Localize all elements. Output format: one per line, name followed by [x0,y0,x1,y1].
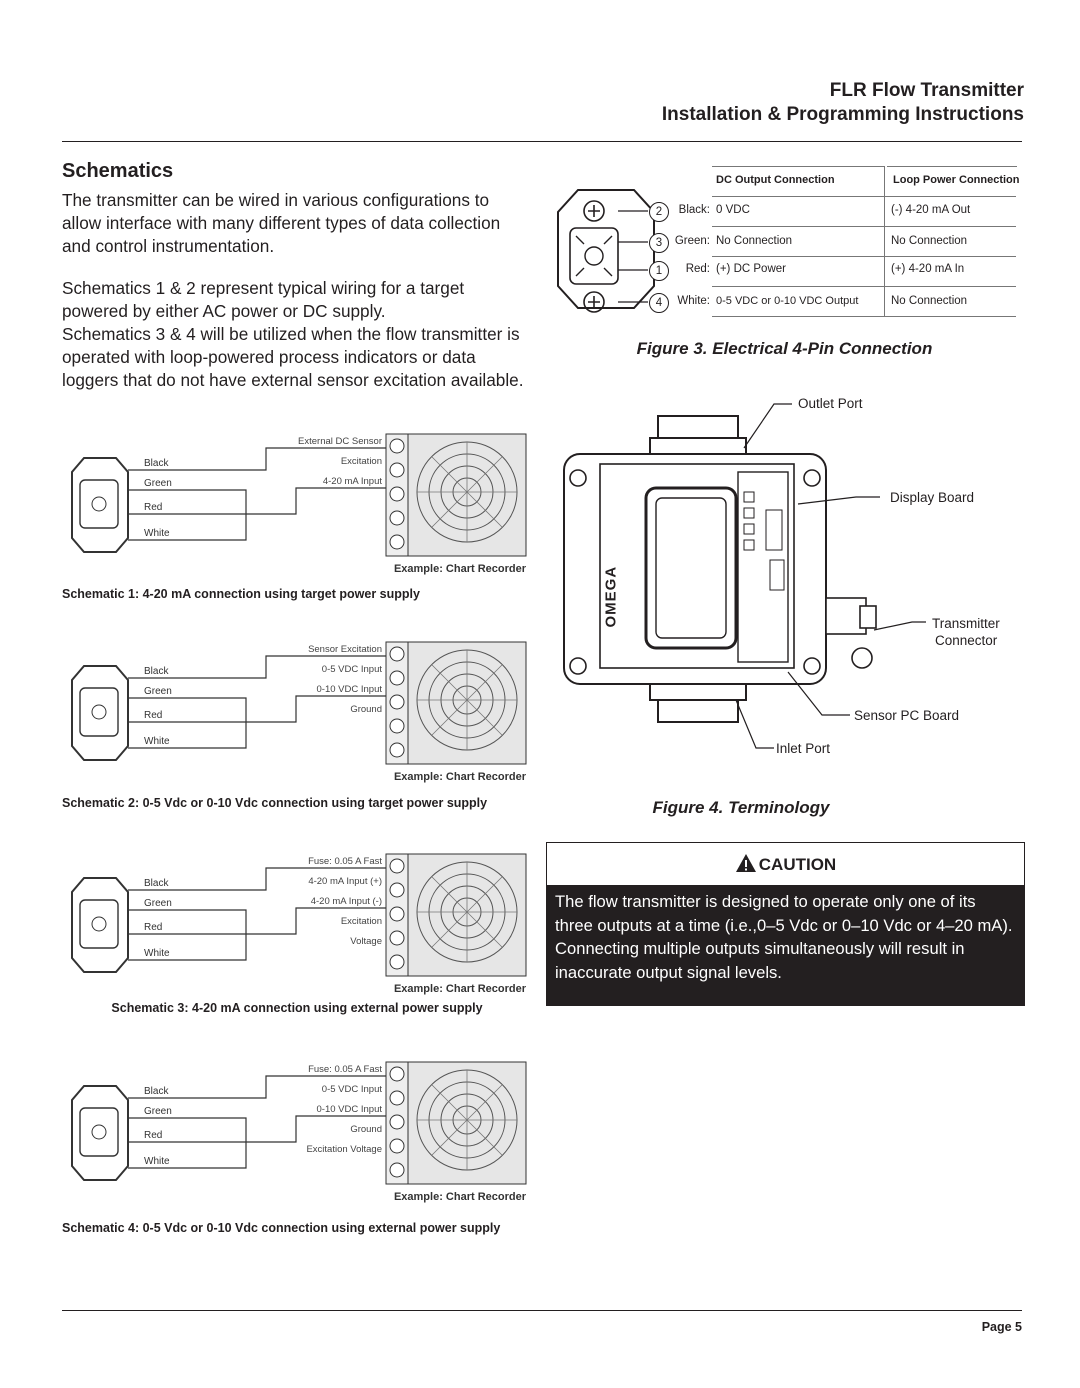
terminal-label: Excitation Voltage [306,1144,382,1155]
terminal-label: Voltage [350,936,382,947]
wire-label: Black [144,878,169,889]
schematic-3-caption: Schematic 3: 4-20 mA connection using ex… [111,1001,483,1015]
inlet-port-label: Inlet Port [776,741,831,756]
recorder-label: Example: Chart Recorder [394,1191,527,1203]
terminal-label: 4-20 mA Input (+) [308,876,382,887]
schematics-3-4-paragraph: Schematics 3 & 4 will be utilized when t… [62,324,524,390]
dc-output-heading: DC Output Connection [716,174,835,186]
wire-label: Green [144,478,172,489]
terminal-label: Fuse: 0.05 A Fast [308,856,382,867]
wire-label: Green [144,898,172,909]
terminal-label: 0-10 VDC Input [317,1104,383,1115]
doc-subtitle: Installation & Programming Instructions [661,104,1024,125]
section-title: Schematics [62,160,174,182]
terminal-label: 0-5 VDC Input [322,1084,383,1095]
display-board-label: Display Board [890,490,975,505]
page-number: Page 5 [981,1320,1022,1334]
transmitter-drawing [563,403,926,749]
terminal-label: Excitation [341,916,382,927]
terminal-label: Fuse: 0.05 A Fast [308,1064,382,1075]
schematic-2-caption: Schematic 2: 0-5 Vdc or 0-10 Vdc connect… [62,796,488,810]
pin-row: Black: 0 VDC (-) 4-20 mA Out [678,204,971,216]
pin-number-2: 2 [649,202,669,222]
schematics-1-2-paragraph: Schematics 1 & 2 represent typical wirin… [62,278,465,321]
wire-label: Black [144,1086,169,1097]
connector-drawing [557,189,655,313]
terminal-label: 4-20 mA Input [323,476,383,487]
footer-rule [62,1310,1022,1311]
connector-label: Connector [935,633,998,648]
schematic-1-caption: Schematic 1: 4-20 mA connection using ta… [62,587,420,601]
schematic-4-caption: Schematic 4: 0-5 Vdc or 0-10 Vdc connect… [62,1221,501,1235]
caution-text: The flow transmitter is designed to oper… [547,885,1024,1005]
figure-3-caption: Figure 3. Electrical 4-Pin Connection [636,339,933,358]
outlet-port-label: Outlet Port [798,396,863,411]
caution-box: CAUTION The flow transmitter is designed… [546,842,1025,1006]
wire-label: Black [144,458,169,469]
wire-label: Red [144,710,162,721]
pin-number-3: 3 [649,233,669,253]
pin-number-4: 4 [649,293,669,313]
recorder-label: Example: Chart Recorder [394,563,527,575]
pin-row: Green: No Connection No Connection [674,235,968,247]
warning-icon [735,854,756,872]
wire-label: White [144,1156,170,1167]
wire-label: White [144,528,170,539]
wire-label: White [144,948,170,959]
wire-label: Green [144,686,172,697]
sensor-board-label: Sensor PC Board [854,708,960,723]
wire-label: Red [144,1130,162,1141]
wire-label: Green [144,1106,172,1117]
doc-title: FLR Flow Transmitter [829,80,1024,101]
intro-paragraph: The transmitter can be wired in various … [62,190,501,256]
wire-label: Red [144,922,162,933]
wire-label: White [144,736,170,747]
terminal-label: 0-10 VDC Input [317,684,383,695]
pin-number-1: 1 [649,261,669,281]
pin-row: White: 0-5 VDC or 0-10 VDC Output No Con… [677,295,968,307]
pin-row: Red: (+) DC Power (+) 4-20 mA In [685,263,965,275]
terminal-label: 4-20 mA Input (-) [311,896,382,907]
caution-header: CAUTION [547,843,1024,885]
terminal-label: External DC Sensor [298,436,382,447]
terminal-label: Ground [350,1124,382,1135]
omega-logo: OMEGA [602,565,620,628]
transmitter-label: Transmitter [932,616,1000,631]
wire-label: Red [144,502,162,513]
recorder-label: Example: Chart Recorder [394,771,527,783]
loop-power-heading: Loop Power Connection [893,174,1020,186]
terminal-label: Sensor Excitation [308,644,382,655]
terminal-label: Excitation [341,456,382,467]
figure-4-caption: Figure 4. Terminology [652,798,830,817]
header-rule [62,141,1022,142]
recorder-label: Example: Chart Recorder [394,983,527,995]
terminal-label: Ground [350,704,382,715]
wire-label: Black [144,666,169,677]
caution-title: CAUTION [758,855,837,874]
terminal-label: 0-5 VDC Input [322,664,383,675]
